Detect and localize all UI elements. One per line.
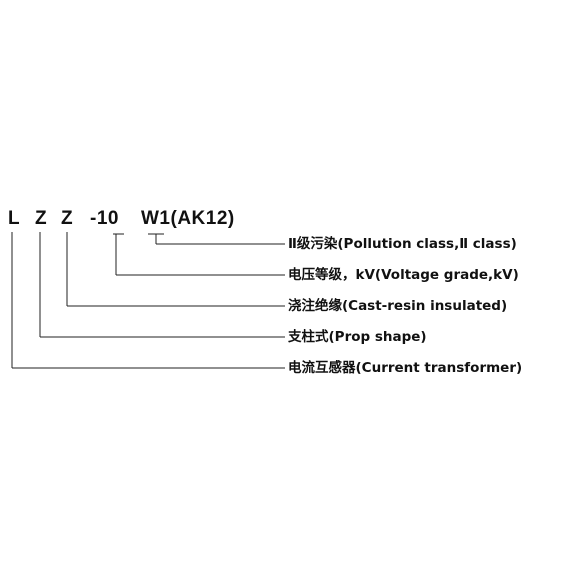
label-cast-resin-insulated: 浇注绝缘(Cast-resin insulated) [288, 298, 508, 314]
label-current-transformer: 电流互感器(Current transformer) [288, 360, 523, 376]
label-prop-shape: 支柱式(Prop shape) [288, 329, 427, 345]
label-voltage-grade: 电压等级，kV(Voltage grade,kV) [288, 267, 519, 283]
code-letter-z1: Z [35, 208, 48, 229]
code-pollution-class: W1(AK12) [141, 208, 235, 229]
label-pollution-class: Ⅱ级污染(Pollution class,Ⅱ class) [288, 236, 517, 252]
code-letter-l: L [8, 208, 21, 229]
code-voltage: -10 [90, 208, 119, 229]
code-letter-z2: Z [61, 208, 74, 229]
